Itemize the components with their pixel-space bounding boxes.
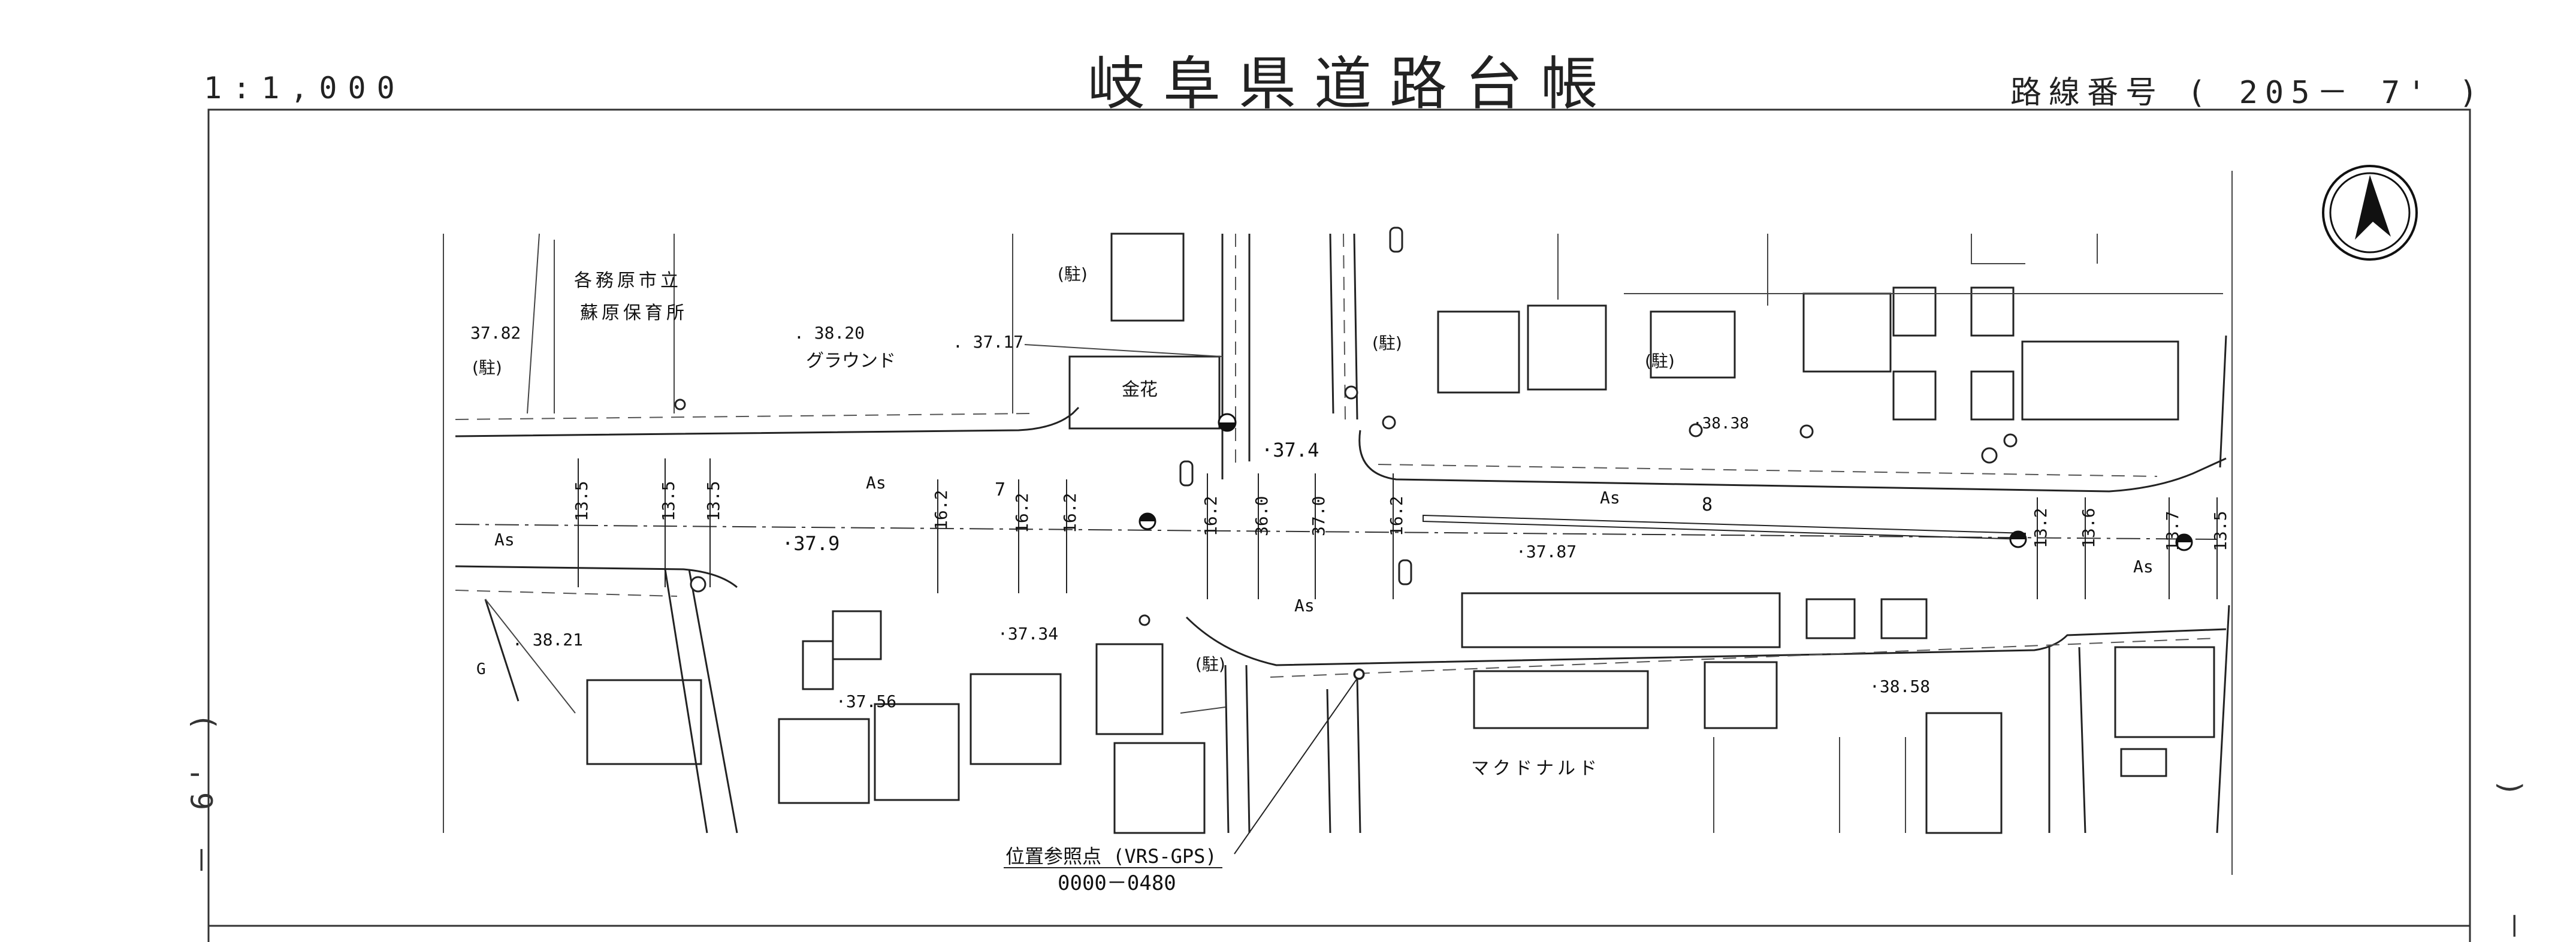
parking-label-1: (駐) bbox=[472, 358, 502, 378]
reference-point-code: 0000－0480 bbox=[1058, 871, 1176, 895]
road-width-label: 16.2 bbox=[1387, 496, 1406, 536]
road-width-label: 13.5 bbox=[572, 481, 591, 521]
road-width-label: 13.2 bbox=[2031, 508, 2050, 548]
property-lines bbox=[485, 233, 2223, 833]
side-mark-dash: － bbox=[2498, 911, 2533, 941]
elevation-label: ·37.56 bbox=[836, 692, 896, 711]
map-labels: 各務原市立 蘇原保育所 グラウンド 金花 マクドナルド (駐) (駐) (駐) … bbox=[470, 264, 2154, 895]
elevation-label: . 37.17 bbox=[953, 332, 1023, 352]
road-width-label: 16.2 bbox=[1201, 496, 1221, 536]
surface-mark: As bbox=[494, 530, 515, 550]
parking-label-2: (駐) bbox=[1058, 264, 1088, 284]
road-width-label: 13.7 bbox=[2163, 511, 2182, 551]
mcdonalds-label: マクドナルド bbox=[1471, 758, 1600, 779]
elevation-label: ·37.87 bbox=[1516, 542, 1577, 561]
road-width-label: 13.5 bbox=[659, 481, 678, 521]
parking-label-4: (駐) bbox=[1645, 351, 1675, 371]
elevation-label: 37.82 bbox=[470, 323, 521, 343]
north-arrow-icon bbox=[2322, 165, 2418, 261]
elevation-label: . 38.21 bbox=[512, 630, 583, 650]
road-width-labels: 13.5 13.5 13.5 16.2 16.2 16.2 16.2 36.0 … bbox=[572, 481, 2230, 551]
route-number-value: ( 205－ 7' ) bbox=[2187, 75, 2486, 111]
road-width-label: 16.2 bbox=[1012, 493, 1032, 533]
road-width-label: 16.2 bbox=[1060, 493, 1080, 533]
parking-label-5: (駐) bbox=[1195, 654, 1225, 674]
surface-mark: As bbox=[866, 473, 886, 493]
elevation-label: ·37.34 bbox=[998, 624, 1058, 644]
surface-mark: As bbox=[2133, 557, 2154, 576]
map-area-outline bbox=[443, 171, 2233, 875]
surface-mark: As bbox=[1294, 596, 1315, 615]
width-indicators bbox=[578, 458, 2218, 599]
kinka-label: 金花 bbox=[1122, 379, 1158, 400]
road-width-label: 16.2 bbox=[931, 490, 951, 530]
map-frame bbox=[207, 108, 2471, 942]
station-number: 7 bbox=[995, 479, 1005, 500]
nursery-name-line2: 蘇原保育所 bbox=[580, 303, 688, 324]
route-number-label: 路線番号 bbox=[2010, 75, 2164, 111]
parking-label-3: (駐) bbox=[1372, 333, 1402, 353]
surface-mark: As bbox=[1600, 488, 1620, 508]
elevation-label: ·38.58 bbox=[1870, 677, 1930, 696]
road-width-label: 36.0 bbox=[1252, 496, 1272, 536]
signal-markers bbox=[1138, 413, 2193, 551]
reference-leader bbox=[1004, 669, 1364, 868]
road-width-label: 13.5 bbox=[703, 481, 723, 521]
map-scale: 1:1,000 bbox=[204, 71, 406, 105]
road-width-label: 37.0 bbox=[1309, 496, 1328, 536]
road-width-label: 13.6 bbox=[2079, 508, 2098, 548]
elevation-label: ·37.4 bbox=[1261, 439, 1319, 461]
station-number: 8 bbox=[1702, 494, 1713, 515]
ground-label: グラウンド bbox=[806, 351, 896, 372]
road-network bbox=[455, 233, 2230, 834]
buildings bbox=[586, 233, 2215, 834]
elevation-label: ·37.9 bbox=[782, 532, 839, 555]
surface-mark: G bbox=[476, 660, 486, 678]
elevation-label: . 38.20 bbox=[794, 323, 865, 343]
elevation-label: ·38.38 bbox=[1693, 415, 1749, 433]
road-width-label: 13.5 bbox=[2210, 511, 2230, 551]
side-route-mark: － 6' ) bbox=[185, 704, 220, 875]
reference-point-title: 位置参照点 (VRS-GPS) bbox=[1005, 845, 1217, 868]
page-title: 岐阜県道路台帳 bbox=[1088, 50, 1616, 117]
side-mark-paren: ( bbox=[2492, 778, 2526, 797]
nursery-name-line1: 各務原市立 bbox=[574, 270, 682, 291]
